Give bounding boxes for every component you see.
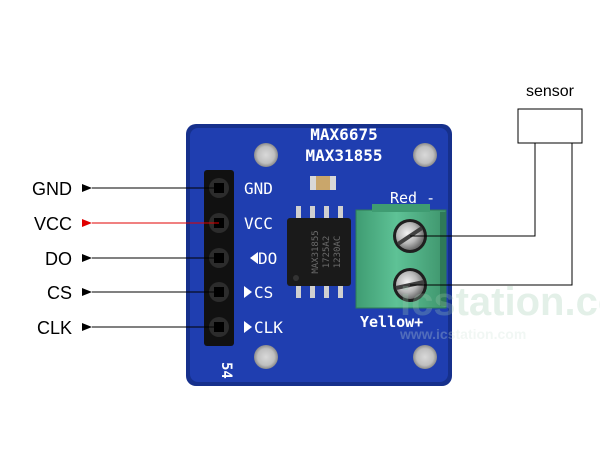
clk-direction-icon (244, 321, 252, 333)
board-pin-label-gnd: GND (244, 179, 273, 198)
external-label-do: DO (45, 249, 72, 269)
ic-chip: MAX31855 1725A2 1230AC (287, 206, 351, 298)
sensor-label: sensor (526, 83, 575, 100)
external-label-gnd: GND (32, 179, 72, 199)
sensor-wire-yellow (410, 143, 573, 286)
external-label-cs: CS (47, 283, 72, 303)
mounting-hole-top-right (413, 143, 437, 167)
watermark: icstation.com www.icstation.com (399, 280, 600, 342)
cs-direction-icon (244, 286, 252, 298)
board-pin-labels: GND VCC DO CS CLK (244, 179, 283, 337)
sensor: sensor (410, 83, 583, 286)
board-pin-label-clk: CLK (254, 318, 283, 337)
external-pin-labels: GND VCC DO CS CLK (32, 179, 72, 338)
ic-marking-1: MAX31855 (311, 230, 321, 273)
watermark-brand: icstation.com (400, 280, 600, 324)
board-pin-label-do: DO (258, 249, 277, 268)
external-label-clk: CLK (37, 318, 72, 338)
terminal-red-label: Red - (390, 189, 435, 207)
sensor-wire-red (410, 143, 536, 237)
ic-marking-2: 1725A2 (322, 236, 332, 269)
header-number: 54 (218, 362, 234, 379)
watermark-url: www.icstation.com (399, 326, 526, 342)
smd-capacitor (310, 176, 336, 190)
external-label-vcc: VCC (34, 214, 72, 234)
terminal-yellow-label: Yellow+ (360, 313, 423, 331)
ic-marking-3: 1230AC (333, 236, 343, 269)
chip-model-label-2: MAX31855 (305, 146, 382, 165)
mounting-hole-bottom-right (413, 345, 437, 369)
board-pin-label-vcc: VCC (244, 214, 273, 233)
do-direction-icon (250, 252, 258, 264)
chip-model-label-1: MAX6675 (310, 125, 377, 144)
sensor-box (517, 108, 583, 144)
connection-arrows (82, 184, 219, 331)
mounting-hole-bottom-left (254, 345, 278, 369)
pcb-board: MAX6675 MAX31855 MAX31855 1725A2 1230AC (186, 124, 452, 386)
mounting-hole-top-left (254, 143, 278, 167)
board-pin-label-cs: CS (254, 283, 273, 302)
